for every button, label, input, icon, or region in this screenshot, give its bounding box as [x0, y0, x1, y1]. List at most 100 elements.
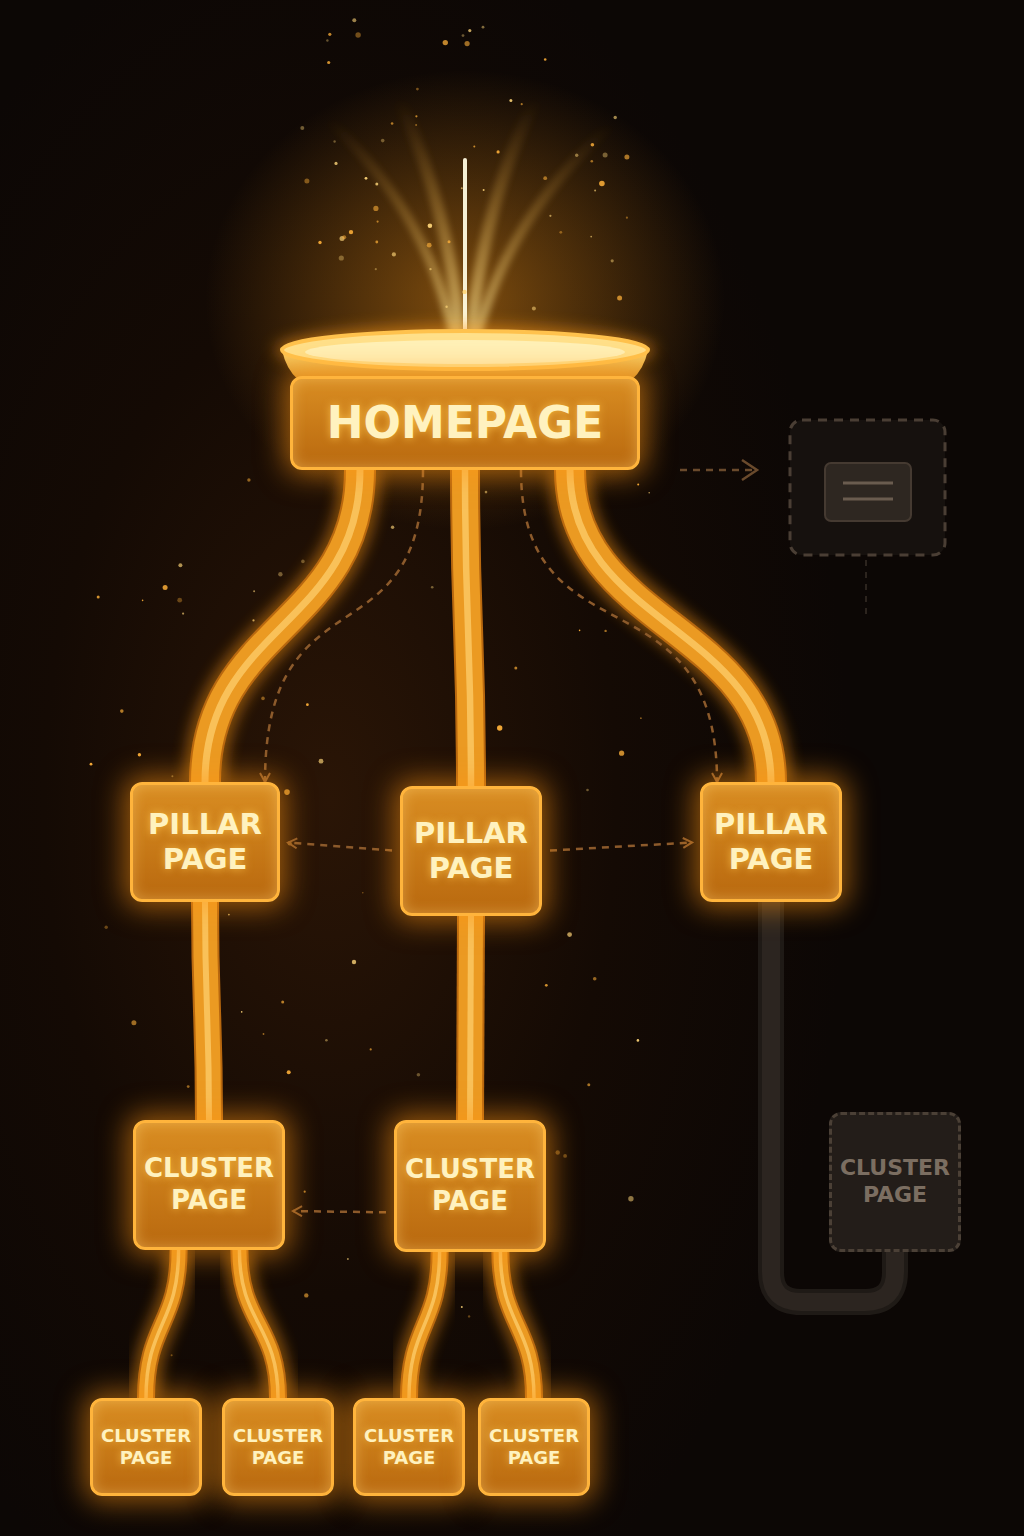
- small-cluster-box: CLUSTER PAGE: [353, 1398, 465, 1496]
- spark: [611, 259, 614, 262]
- spark: [391, 122, 394, 125]
- spark: [445, 306, 447, 308]
- spark: [138, 753, 141, 756]
- spark: [375, 268, 377, 270]
- dashed-arrow: [550, 842, 692, 850]
- pipe-glow: [465, 470, 471, 786]
- node-label: PILLAR PAGE: [141, 807, 269, 878]
- spark: [462, 290, 466, 294]
- pipe-body: [500, 1252, 534, 1398]
- node-label: HOMEPAGE: [327, 396, 604, 450]
- spark: [483, 189, 485, 191]
- pipe-glow: [500, 1252, 534, 1398]
- pipe-edge: [205, 470, 360, 782]
- spark: [349, 230, 353, 234]
- spark: [640, 717, 642, 719]
- dashed-line: [288, 843, 392, 851]
- spark: [163, 585, 168, 590]
- spark: [509, 99, 512, 102]
- spark: [429, 268, 431, 270]
- pipe-edge: [409, 1252, 440, 1398]
- spark: [591, 160, 594, 163]
- flow-pipe: [465, 470, 471, 786]
- flow-pipe: [205, 902, 209, 1120]
- spark: [300, 126, 304, 130]
- node-label: CLUSTER PAGE: [364, 1425, 454, 1469]
- pipe-glow: [470, 916, 471, 1120]
- spark: [579, 630, 581, 632]
- node-label: CLUSTER PAGE: [840, 1155, 950, 1209]
- pipe-body: [205, 902, 209, 1120]
- spark: [637, 484, 639, 486]
- fountain: [330, 100, 610, 350]
- pipe-glow: [409, 1252, 440, 1398]
- pipe-shine: [205, 902, 209, 1120]
- flow-pipe: [570, 470, 771, 782]
- pipe-edge: [146, 1250, 179, 1398]
- node-label: CLUSTER PAGE: [233, 1425, 323, 1469]
- pipe-shine: [465, 470, 471, 786]
- spark: [247, 478, 250, 481]
- spark: [334, 162, 337, 165]
- spark: [416, 88, 419, 91]
- dashed-arrow: [521, 470, 717, 782]
- spark: [545, 984, 548, 987]
- dashed-line: [521, 470, 717, 782]
- node-label: PILLAR PAGE: [711, 807, 831, 878]
- spark: [614, 116, 617, 119]
- spark: [171, 775, 173, 777]
- spark: [304, 179, 309, 184]
- flow-pipe: [239, 1250, 278, 1398]
- node-label: CLUSTER PAGE: [489, 1425, 579, 1469]
- flow-pipe: [470, 916, 471, 1120]
- dashed-line: [550, 842, 692, 850]
- spark: [392, 252, 396, 256]
- spark: [473, 146, 475, 148]
- pipe-glow: [239, 1250, 278, 1398]
- spark: [301, 560, 305, 564]
- spark: [142, 600, 144, 602]
- spark: [178, 563, 182, 567]
- spark: [482, 26, 485, 29]
- spark: [97, 596, 100, 599]
- pipe-shine: [205, 470, 360, 782]
- node-label: PILLAR PAGE: [411, 816, 531, 887]
- pipe-shine: [570, 470, 771, 782]
- pipe-shine: [409, 1252, 440, 1398]
- spark: [171, 1354, 173, 1356]
- spark: [549, 215, 551, 217]
- spark: [448, 240, 451, 243]
- spark: [241, 1011, 243, 1013]
- cluster-box: CLUSTER PAGE: [829, 1112, 961, 1252]
- spark: [465, 41, 470, 46]
- spark: [342, 235, 346, 239]
- spark: [415, 115, 417, 117]
- pipe-glow: [205, 470, 360, 782]
- spark: [637, 1039, 640, 1042]
- pipe-body: [465, 470, 471, 786]
- spark: [362, 892, 364, 894]
- spark: [281, 1000, 284, 1003]
- spark: [461, 1306, 463, 1308]
- dashed-line: [293, 1211, 386, 1212]
- spark: [593, 977, 597, 981]
- spark: [333, 140, 335, 142]
- spark: [318, 241, 321, 244]
- spark: [619, 751, 624, 756]
- spark: [373, 206, 378, 211]
- spark: [120, 709, 124, 713]
- spark: [327, 61, 330, 64]
- dashed-arrow: [265, 470, 423, 782]
- small-cluster-box: CLUSTER PAGE: [90, 1398, 202, 1496]
- spark: [514, 666, 517, 669]
- spark: [594, 190, 596, 192]
- spark: [319, 759, 324, 764]
- spark: [326, 39, 328, 41]
- spark: [391, 526, 394, 529]
- spark: [355, 32, 360, 37]
- pipe-edge: [570, 470, 771, 782]
- spark: [304, 1293, 308, 1297]
- spark: [468, 1315, 470, 1317]
- node-label: CLUSTER PAGE: [101, 1425, 191, 1469]
